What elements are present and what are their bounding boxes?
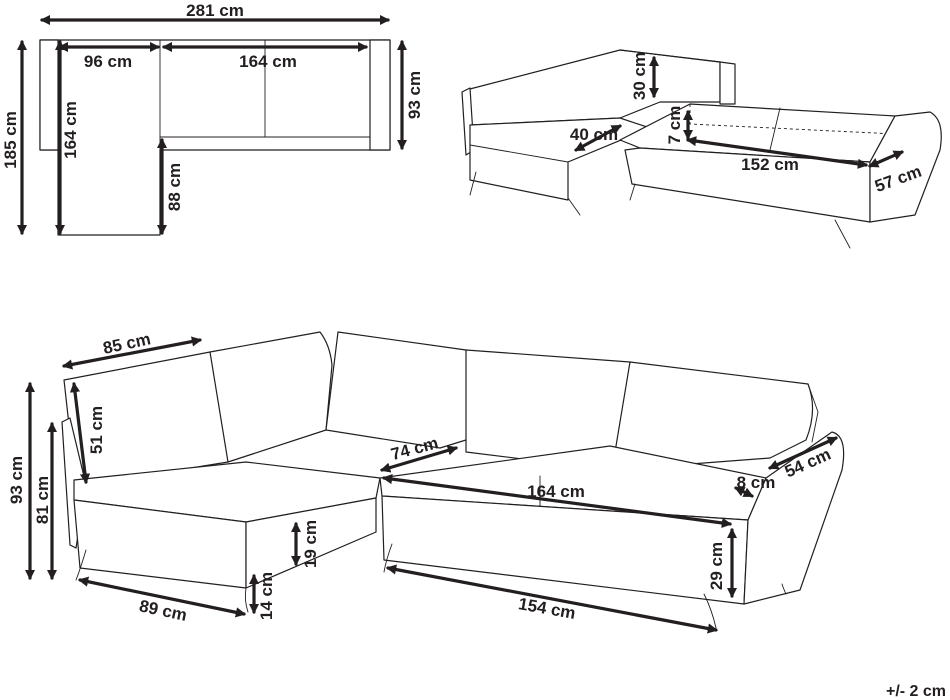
label-arm-width: 8 cm <box>737 473 776 492</box>
dim-bed-length <box>685 136 869 169</box>
tolerance-note: +/- 2 cm <box>886 683 946 700</box>
label-overall-depth: 185 cm <box>1 111 20 169</box>
dim-storage-depth <box>574 124 622 152</box>
label-sofa-width: 164 cm <box>239 52 297 71</box>
bed-chaise <box>469 117 651 201</box>
dim-arm-depth <box>768 436 838 470</box>
label-overall-width: 281 cm <box>186 1 244 20</box>
dim-bed-width <box>868 150 904 168</box>
label-seat-depth: 88 cm <box>165 163 184 211</box>
dim-chaise-base-width <box>77 576 247 618</box>
main-view: 85 cm 51 cm 93 cm 81 cm 19 cm 14 cm 89 c… <box>7 329 845 634</box>
main-leg-3 <box>383 543 393 573</box>
label-chaise-width: 96 cm <box>84 52 132 71</box>
dim-arm-width <box>734 486 754 498</box>
label-armrest-height: 30 cm <box>630 52 649 100</box>
bed-right-arm <box>869 111 942 223</box>
main-back-frame-right <box>807 383 819 443</box>
main-back-cushion-3 <box>325 331 469 449</box>
label-chaise-length: 164 cm <box>61 101 80 159</box>
label-backrest-height: 51 cm <box>87 406 106 454</box>
dim-backrest-width <box>61 336 203 370</box>
main-leg-5 <box>781 583 787 595</box>
label-leg-height: 14 cm <box>257 572 276 620</box>
label-base-width: 154 cm <box>517 594 577 623</box>
dim-seat-width <box>381 474 733 528</box>
bed-armrest <box>619 49 736 105</box>
dim-base-width <box>385 564 719 634</box>
label-mattress-thickness: 7 cm <box>665 106 684 145</box>
main-leg-2 <box>244 587 249 613</box>
plan-left-arm <box>39 39 59 151</box>
label-seat-height: 19 cm <box>301 520 320 568</box>
dim-backrest-height <box>69 381 91 485</box>
dim-seat-depth <box>380 445 458 473</box>
label-bed-length: 152 cm <box>741 155 799 174</box>
bed-view: 30 cm 40 cm 7 cm 152 cm 57 cm <box>461 49 942 249</box>
label-back-height: 81 cm <box>33 476 52 524</box>
label-seat-width-main: 164 cm <box>527 482 585 501</box>
label-side-height: 29 cm <box>707 542 726 590</box>
label-storage-depth: 40 cm <box>570 125 618 144</box>
plan-right-arm <box>369 39 391 151</box>
label-height: 93 cm <box>405 71 424 119</box>
main-right-arm <box>743 431 845 605</box>
main-chaise-side <box>245 497 377 589</box>
top-plan-view: 281 cm 96 cm 164 cm 185 cm 164 cm 88 cm … <box>1 1 424 236</box>
label-total-height: 93 cm <box>7 456 26 504</box>
main-leg-1 <box>75 549 87 581</box>
main-back-cushion-2 <box>209 331 333 463</box>
